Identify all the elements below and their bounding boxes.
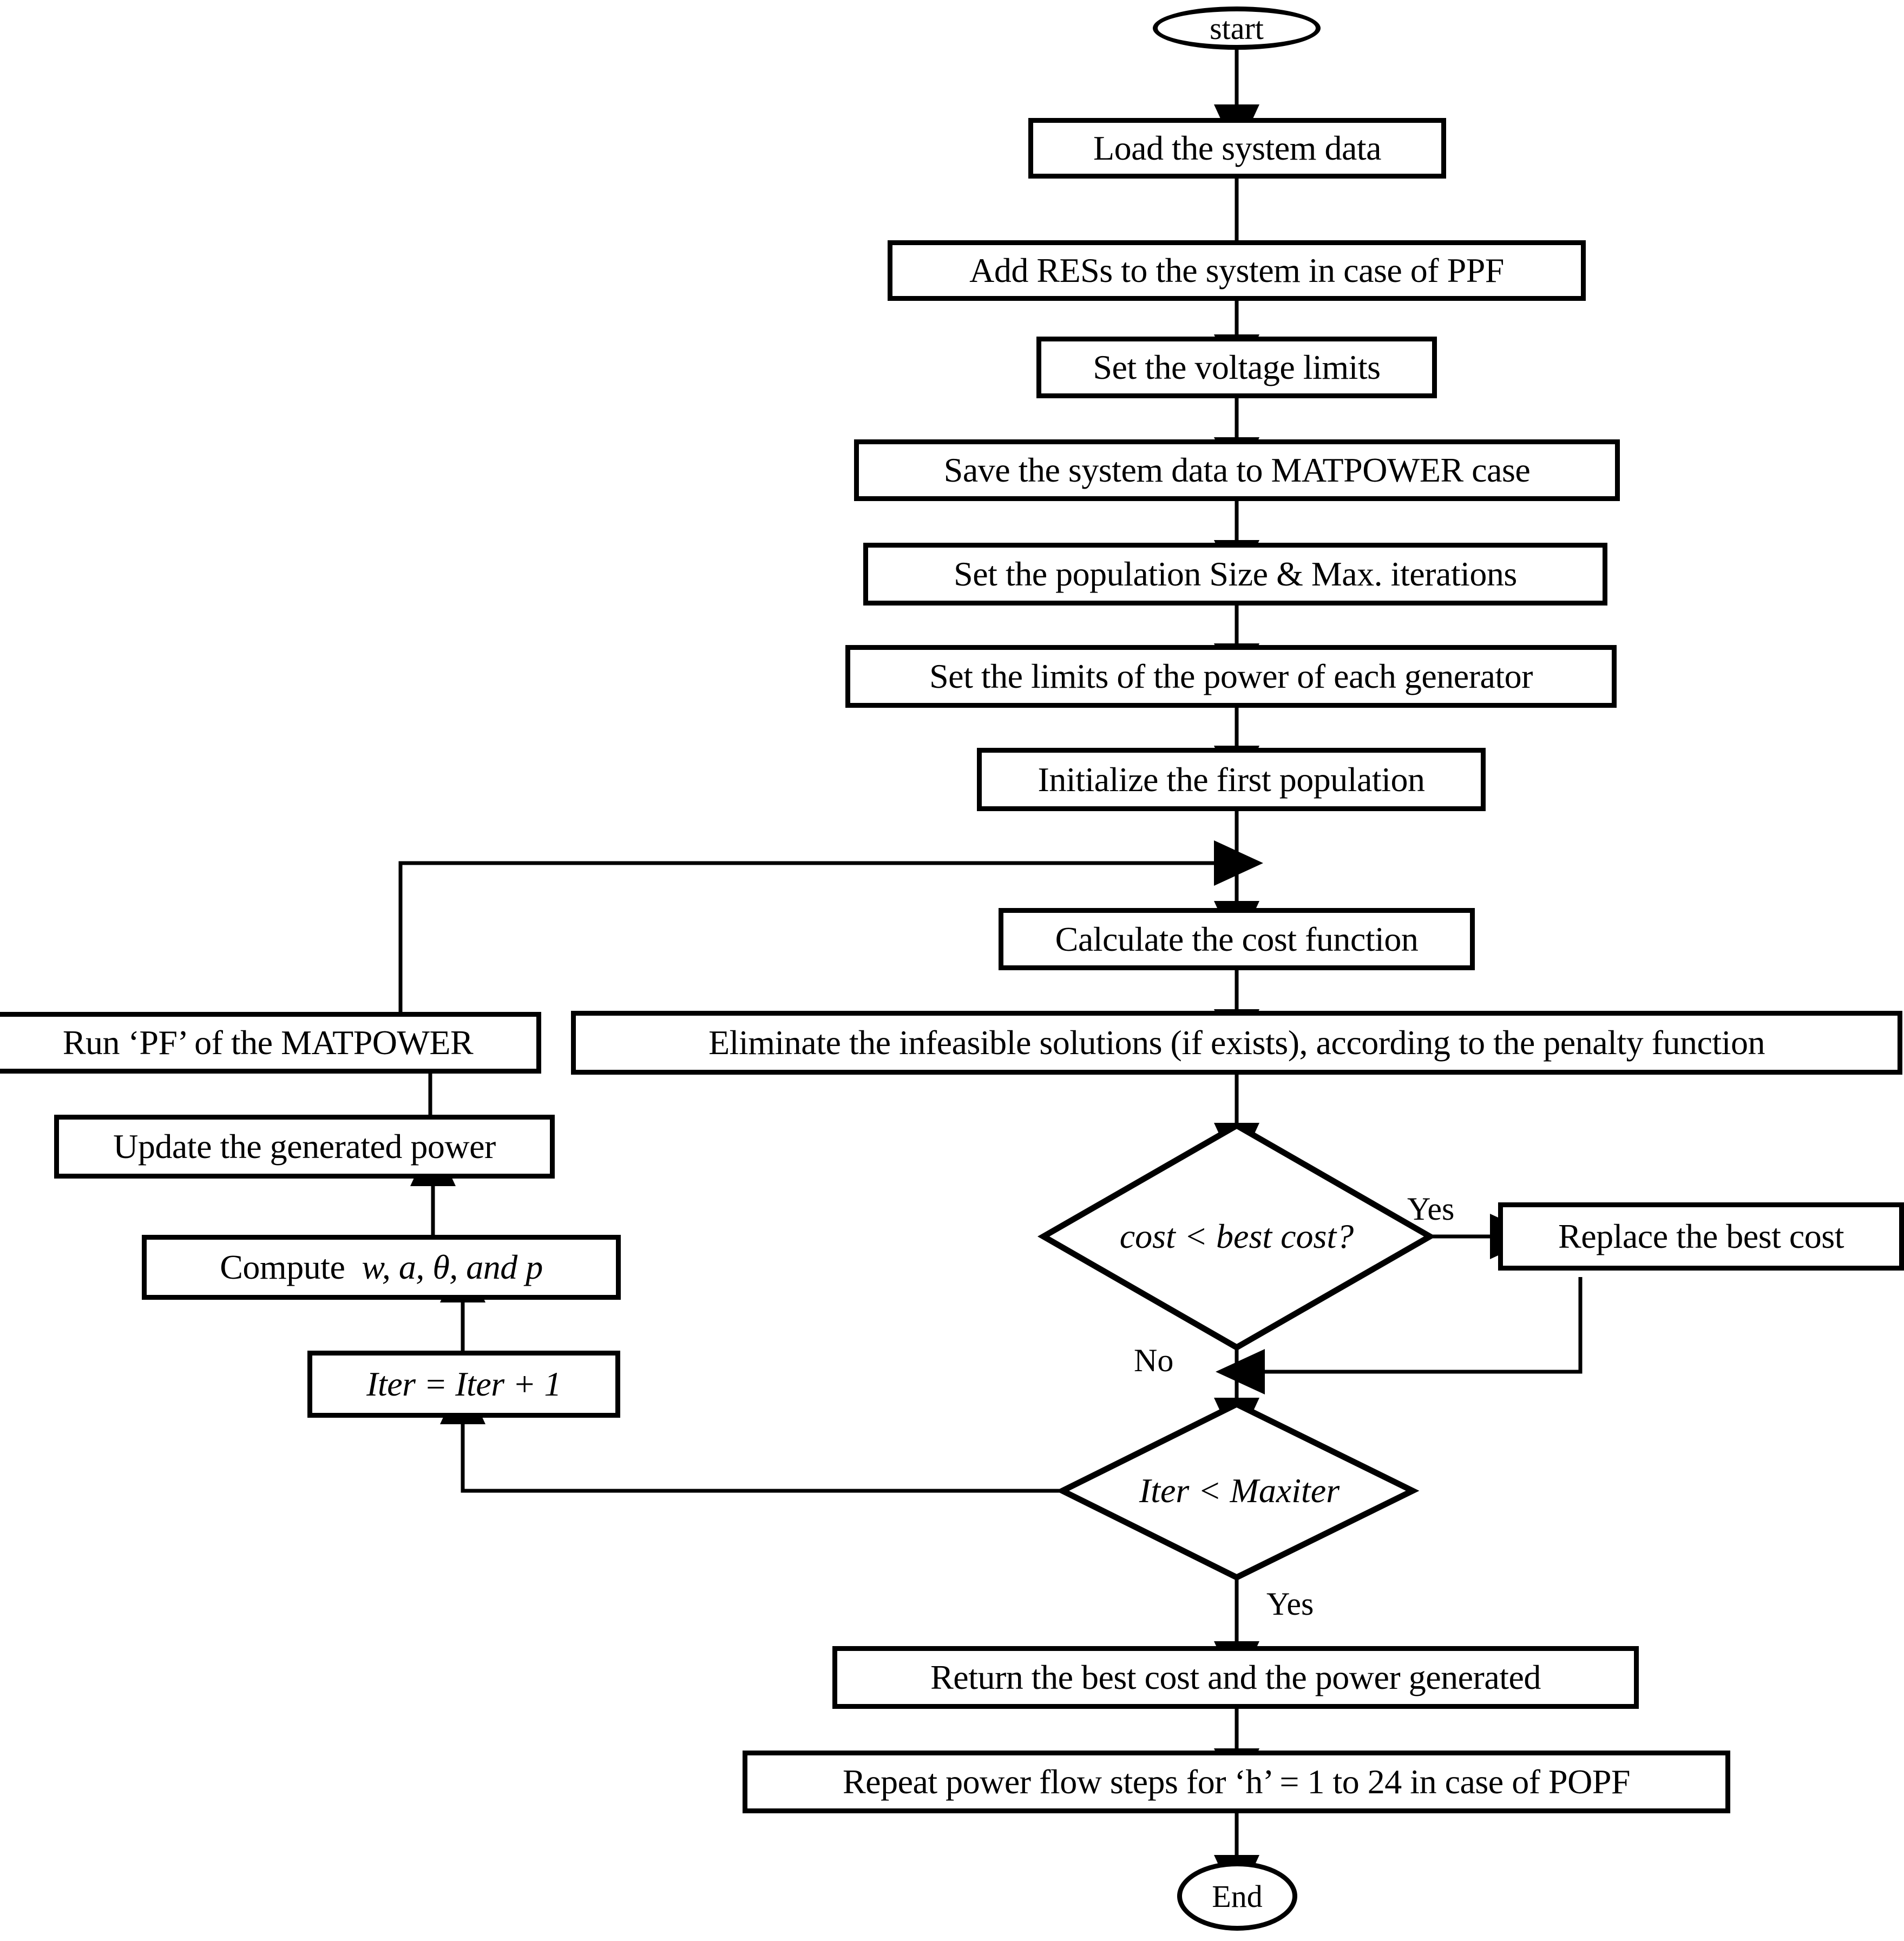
node-start-label: start bbox=[1210, 10, 1264, 46]
node-iter-increment[interactable]: Iter = Iter + 1 bbox=[307, 1351, 620, 1418]
node-return-best[interactable]: Return the best cost and the power gener… bbox=[832, 1646, 1639, 1709]
node-load-data-label: Load the system data bbox=[1093, 129, 1382, 167]
node-calc-cost-label: Calculate the cost function bbox=[1055, 919, 1419, 958]
decision-iter-check bbox=[1055, 1400, 1420, 1581]
node-add-res-label: Add RESs to the system in case of PPF bbox=[969, 251, 1504, 289]
node-eliminate-infeasible-label: Eliminate the infeasible solutions (if e… bbox=[708, 1023, 1765, 1062]
compute-prefix: Compute bbox=[220, 1248, 345, 1286]
node-iter-check-label: Iter < Maxiter bbox=[1139, 1471, 1340, 1510]
node-run-pf-label: Run ‘PF’ of the MATPOWER bbox=[62, 1023, 474, 1062]
node-init-population[interactable]: Initialize the first population bbox=[977, 748, 1486, 811]
node-cost-check-label: cost < best cost? bbox=[1119, 1217, 1354, 1255]
node-replace-best-cost[interactable]: Replace the best cost bbox=[1498, 1202, 1904, 1271]
node-run-pf[interactable]: Run ‘PF’ of the MATPOWER bbox=[0, 1012, 541, 1074]
node-set-population[interactable]: Set the population Size & Max. iteration… bbox=[863, 543, 1607, 606]
edge-runpf-calccost bbox=[398, 840, 1263, 1012]
node-init-population-label: Initialize the first population bbox=[1038, 760, 1425, 799]
node-eliminate-infeasible[interactable]: Eliminate the infeasible solutions (if e… bbox=[571, 1011, 1902, 1075]
node-add-res[interactable]: Add RESs to the system in case of PPF bbox=[888, 240, 1586, 301]
edge-itercheck-iterinc bbox=[440, 1375, 1062, 1493]
edge-label-iter-yes: Yes bbox=[1266, 1586, 1314, 1622]
node-end[interactable]: End bbox=[1177, 1861, 1297, 1931]
edge-label-cost-no: No bbox=[1134, 1343, 1174, 1378]
node-set-population-label: Set the population Size & Max. iteration… bbox=[954, 555, 1517, 593]
node-load-data[interactable]: Load the system data bbox=[1028, 118, 1446, 179]
node-set-voltage-label: Set the voltage limits bbox=[1093, 348, 1381, 386]
node-replace-best-cost-label: Replace the best cost bbox=[1558, 1217, 1844, 1255]
node-set-voltage[interactable]: Set the voltage limits bbox=[1036, 337, 1437, 398]
node-repeat-power-flow-label: Repeat power flow steps for ‘h’ = 1 to 2… bbox=[842, 1762, 1631, 1801]
compute-symbols: w, a, θ, and p bbox=[362, 1248, 543, 1286]
node-update-power[interactable]: Update the generated power bbox=[54, 1115, 555, 1179]
node-compute-params[interactable]: Compute w, a, θ, and p bbox=[142, 1235, 621, 1300]
node-return-best-label: Return the best cost and the power gener… bbox=[930, 1658, 1541, 1696]
node-save-data[interactable]: Save the system data to MATPOWER case bbox=[854, 439, 1620, 501]
node-repeat-power-flow[interactable]: Repeat power flow steps for ‘h’ = 1 to 2… bbox=[743, 1751, 1730, 1813]
node-end-label: End bbox=[1212, 1878, 1263, 1914]
decision-cost-check bbox=[1037, 1122, 1436, 1351]
node-set-limits[interactable]: Set the limits of the power of each gene… bbox=[845, 645, 1617, 708]
node-update-power-label: Update the generated power bbox=[113, 1127, 496, 1166]
node-compute-params-label: Compute w, a, θ, and p bbox=[220, 1250, 543, 1285]
node-iter-increment-label: Iter = Iter + 1 bbox=[366, 1365, 561, 1403]
edge-label-cost-yes: Yes bbox=[1407, 1191, 1455, 1227]
node-start[interactable]: start bbox=[1153, 6, 1321, 50]
node-set-limits-label: Set the limits of the power of each gene… bbox=[929, 657, 1533, 695]
node-calc-cost[interactable]: Calculate the cost function bbox=[999, 908, 1475, 970]
edge-replace-merge bbox=[1216, 1277, 1583, 1394]
node-save-data-label: Save the system data to MATPOWER case bbox=[943, 451, 1531, 489]
